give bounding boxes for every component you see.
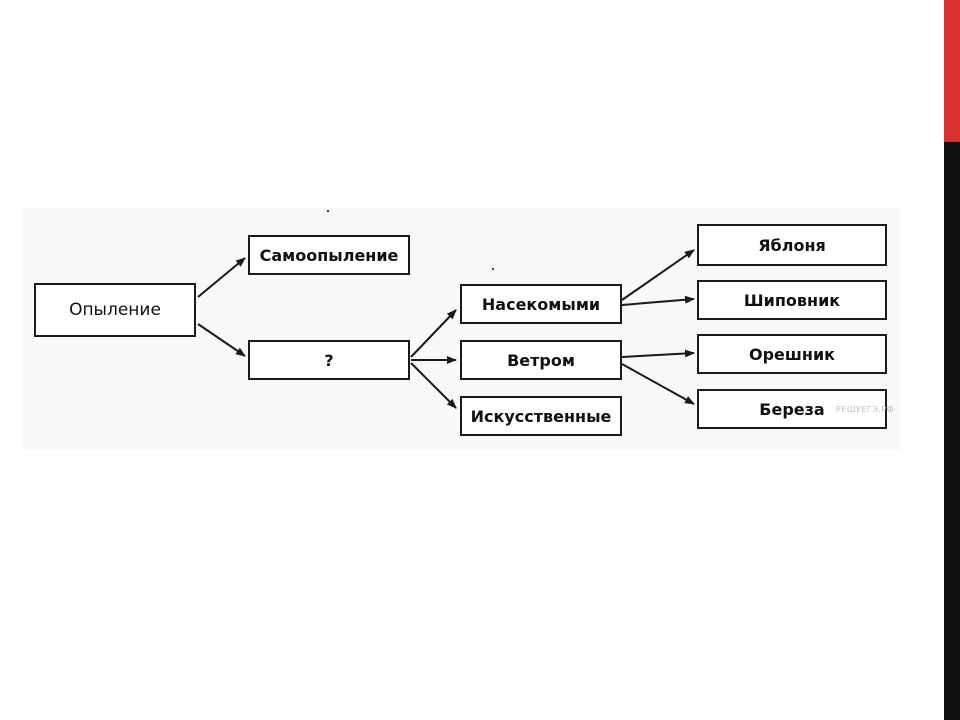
node-by-insects: Насекомыми bbox=[460, 284, 622, 324]
arrow-cross-artificial bbox=[410, 362, 457, 409]
node-pollination: Опыление bbox=[34, 283, 196, 337]
arrow-root-cross bbox=[197, 323, 246, 357]
node-artificial: Искусственные bbox=[460, 396, 622, 436]
node-apple-tree: Яблоня bbox=[697, 224, 887, 266]
node-self-pollination: Самоопыление bbox=[248, 235, 410, 275]
scan-speck bbox=[491, 267, 495, 271]
node-hazel: Орешник bbox=[697, 334, 887, 374]
slide-accent-bar bbox=[944, 0, 960, 142]
slide-edge-bar bbox=[944, 142, 960, 720]
arrow-cross-insect bbox=[410, 309, 457, 358]
node-rosehip: Шиповник bbox=[697, 280, 887, 320]
node-by-wind: Ветром bbox=[460, 340, 622, 380]
watermark: РЕШУЕГЭ.РФ bbox=[836, 405, 895, 414]
scan-speck bbox=[326, 209, 330, 213]
arrow-wind-birch bbox=[621, 363, 695, 405]
arrow-insect-apple bbox=[621, 249, 695, 301]
arrow-insect-rosehip bbox=[621, 295, 695, 306]
arrow-wind-hazel bbox=[621, 349, 695, 358]
node-unknown: ? bbox=[248, 340, 410, 380]
node-birch: Береза bbox=[697, 389, 887, 429]
arrow-root-self bbox=[197, 257, 246, 298]
